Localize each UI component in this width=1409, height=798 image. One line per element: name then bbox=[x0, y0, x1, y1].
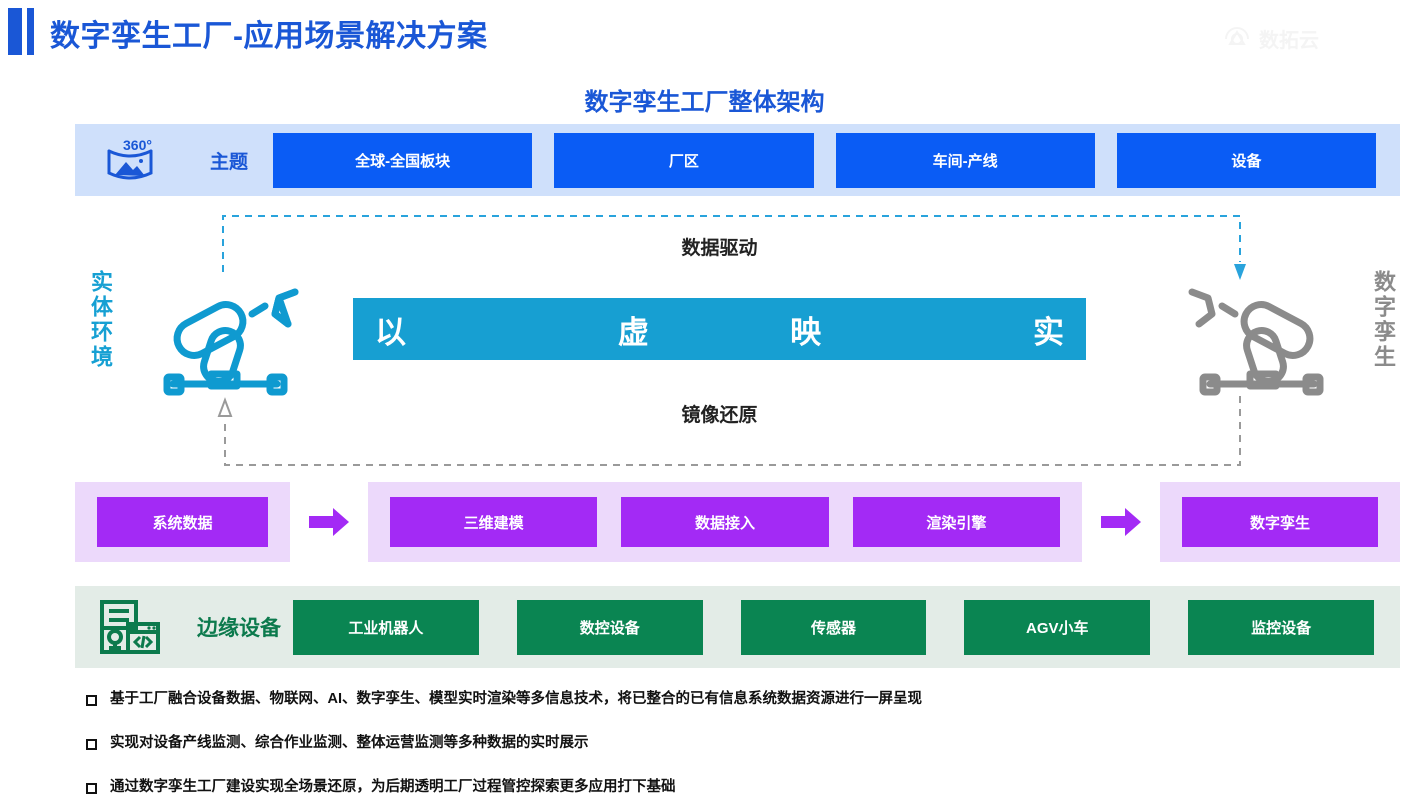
theme-card-plant[interactable]: 厂区 bbox=[554, 132, 814, 188]
right-arrow-icon-1 bbox=[290, 505, 368, 539]
bullet-text: 通过数字孪生工厂建设实现全场景还原，为后期透明工厂过程管控探索更多应用打下基础 bbox=[110, 778, 676, 795]
banner-word-2: 虚 bbox=[617, 314, 649, 350]
theme-row: 360° 主题 全球-全国板块 厂区 车间-产线 设备 bbox=[75, 124, 1400, 196]
pipeline-card-digital-twin[interactable]: 数字孪生 bbox=[1182, 497, 1378, 547]
theme-row-label: 主题 bbox=[209, 151, 248, 173]
bullet-square-icon bbox=[86, 782, 97, 794]
robot-arm-icon-digital bbox=[1182, 278, 1332, 403]
twin-mapping-zone: 实体环境 数字孪生 bbox=[75, 200, 1400, 480]
edge-card-sensor[interactable]: 传感器 bbox=[740, 599, 927, 655]
pipeline-row: 系统数据 三维建模 数据接入 渲染引擎 数字孪生 bbox=[75, 482, 1400, 562]
pipeline-process-group: 三维建模 数据接入 渲染引擎 bbox=[368, 482, 1082, 562]
watermark: 数拓云 bbox=[1222, 24, 1319, 53]
edge-device-code-icon bbox=[75, 598, 185, 656]
bullet-item: 基于工厂融合设备数据、物联网、AI、数字孪生、模型实时渲染等多信息技术，将已整合… bbox=[86, 690, 1386, 709]
edge-device-card-list: 工业机器人 数控设备 传感器 AGV小车 监控设备 bbox=[293, 599, 1400, 655]
panorama-360-icon: 360° bbox=[75, 135, 185, 185]
mirror-restore-label: 镜像还原 bbox=[681, 405, 758, 426]
edge-card-cnc[interactable]: 数控设备 bbox=[516, 599, 703, 655]
banner-word-1: 以 bbox=[375, 314, 406, 350]
virtual-reflects-real-banner: 以 虚 映 实 bbox=[353, 298, 1086, 360]
pipeline-card-render-engine[interactable]: 渲染引擎 bbox=[852, 497, 1060, 547]
bullet-text: 实现对设备产线监测、综合作业监测、整体运营监测等多种数据的实时展示 bbox=[110, 734, 589, 751]
pipeline-card-data-ingest[interactable]: 数据接入 bbox=[621, 497, 829, 547]
header-accent-bar-primary bbox=[8, 8, 22, 55]
pipeline-output-group: 数字孪生 bbox=[1160, 482, 1400, 562]
edge-card-agv[interactable]: AGV小车 bbox=[964, 599, 1151, 655]
bullet-list: 基于工厂融合设备数据、物联网、AI、数字孪生、模型实时渲染等多信息技术，将已整合… bbox=[86, 690, 1386, 798]
theme-card-global[interactable]: 全球-全国板块 bbox=[273, 132, 533, 188]
pipeline-card-system-data[interactable]: 系统数据 bbox=[97, 497, 268, 547]
edge-device-row: 边缘设备 工业机器人 数控设备 传感器 AGV小车 监控设备 bbox=[75, 586, 1400, 668]
banner-word-3: 映 bbox=[790, 314, 822, 350]
watermark-text: 数拓云 bbox=[1259, 30, 1319, 52]
bullet-text: 基于工厂融合设备数据、物联网、AI、数字孪生、模型实时渲染等多信息技术，将已整合… bbox=[110, 691, 922, 707]
cloud-logo-icon bbox=[1225, 26, 1249, 45]
edge-card-monitoring[interactable]: 监控设备 bbox=[1188, 599, 1374, 655]
pipeline-source-group: 系统数据 bbox=[75, 482, 290, 562]
theme-card-workshop[interactable]: 车间-产线 bbox=[835, 132, 1095, 188]
data-driven-label: 数据驱动 bbox=[681, 238, 758, 259]
digital-twin-label: 数字孪生 bbox=[1371, 270, 1396, 370]
edge-card-industrial-robot[interactable]: 工业机器人 bbox=[293, 599, 479, 655]
page-title: 数字孪生工厂-应用场景解决方案 bbox=[50, 20, 488, 53]
theme-card-equipment[interactable]: 设备 bbox=[1116, 132, 1376, 188]
edge-device-row-label: 边缘设备 bbox=[197, 617, 281, 640]
bullet-square-icon bbox=[86, 695, 97, 706]
svg-text:360°: 360° bbox=[123, 137, 152, 153]
physical-environment-label: 实体环境 bbox=[88, 270, 113, 370]
bullet-item: 通过数字孪生工厂建设实现全场景还原，为后期透明工厂过程管控探索更多应用打下基础 bbox=[86, 778, 1386, 797]
bullet-item: 实现对设备产线监测、综合作业监测、整体运营监测等多种数据的实时展示 bbox=[86, 734, 1386, 753]
right-arrow-icon-2 bbox=[1082, 505, 1160, 539]
header-accent-bar-secondary bbox=[27, 8, 34, 55]
theme-card-list: 全球-全国板块 厂区 车间-产线 设备 bbox=[273, 132, 1400, 188]
bullet-square-icon bbox=[86, 738, 97, 750]
flow-connectors bbox=[217, 215, 1246, 466]
robot-arm-icon-physical bbox=[155, 278, 305, 403]
pipeline-card-3d-modeling[interactable]: 三维建模 bbox=[390, 497, 598, 547]
diagram-title: 数字孪生工厂整体架构 bbox=[584, 89, 825, 116]
banner-word-4: 实 bbox=[1033, 314, 1064, 350]
